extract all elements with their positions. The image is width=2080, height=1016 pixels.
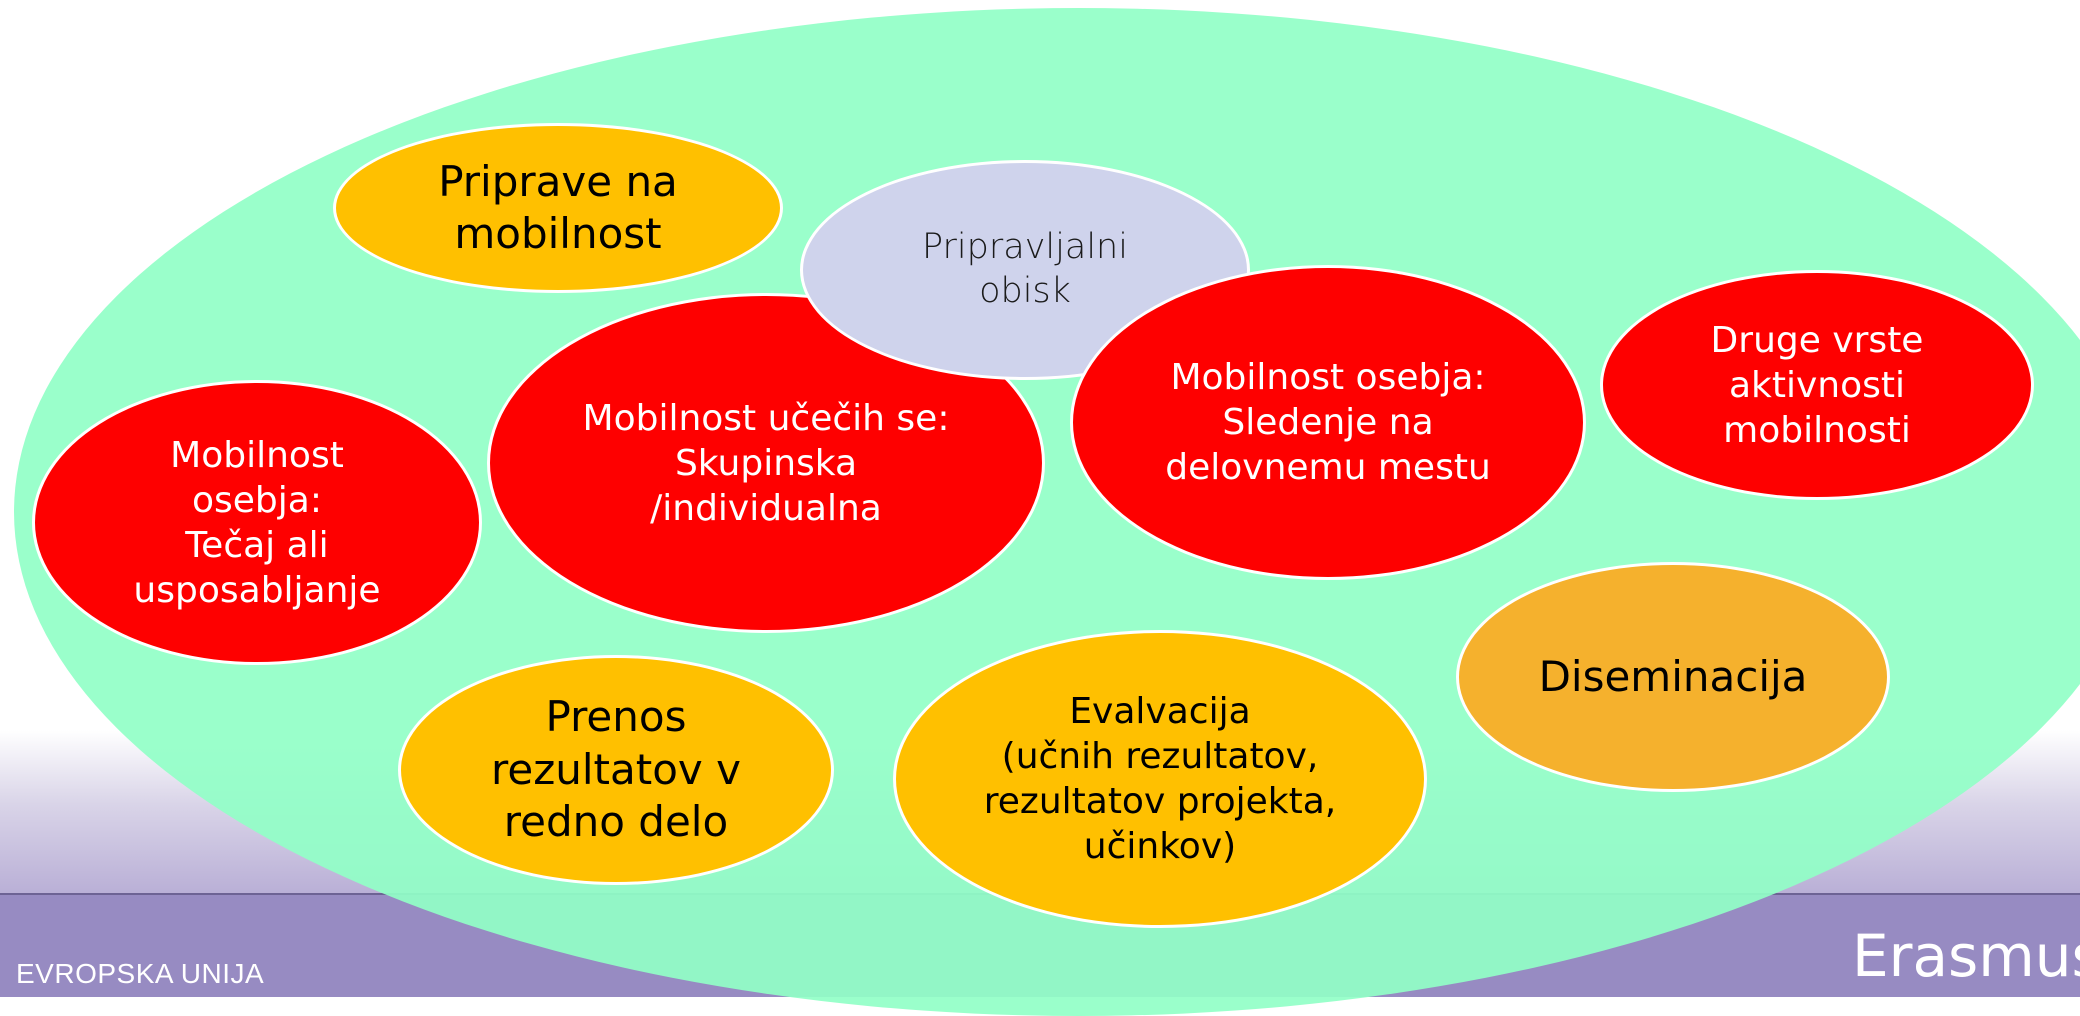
footer-eu-label: EVROPSKA UNIJA (16, 958, 265, 989)
bubble-label: Mobilnost osebja: Sledenje na delovnemu … (1165, 357, 1491, 488)
bubble-label: Diseminacija (1538, 651, 1808, 701)
bubble-label: Mobilnost učečih se: Skupinska /individu… (582, 397, 950, 529)
bubble-label: Pripravljalni obisk (922, 227, 1128, 311)
bubble-ucecih: Mobilnost učečih se: Skupinska /individu… (487, 293, 1045, 633)
bubble-evalvacija: Evalvacija (učnih rezultatov, rezultatov… (893, 630, 1427, 928)
bubble-priprave: Priprave na mobilnost (333, 123, 783, 293)
bubble-label: Prenos rezultatov v redno delo (491, 692, 741, 847)
bubble-label: Priprave na mobilnost (438, 156, 678, 259)
bubble-label: Druge vrste aktivnosti mobilnosti (1710, 319, 1924, 451)
bubble-label: Evalvacija (učnih rezultatov, rezultatov… (983, 691, 1337, 867)
bubble-osebja-tecaj: Mobilnost osebja: Tečaj ali usposabljanj… (32, 380, 482, 665)
bubble-druge: Druge vrste aktivnosti mobilnosti (1600, 270, 2034, 500)
bubble-diseminacija: Diseminacija (1456, 562, 1890, 792)
bubble-prenos: Prenos rezultatov v redno delo (398, 655, 834, 885)
bubble-label: Mobilnost osebja: Tečaj ali usposabljanj… (133, 434, 381, 611)
bubble-osebja-sledenje: Mobilnost osebja: Sledenje na delovnemu … (1070, 265, 1586, 580)
erasmus-logo: Erasmus+ (1852, 922, 2080, 990)
